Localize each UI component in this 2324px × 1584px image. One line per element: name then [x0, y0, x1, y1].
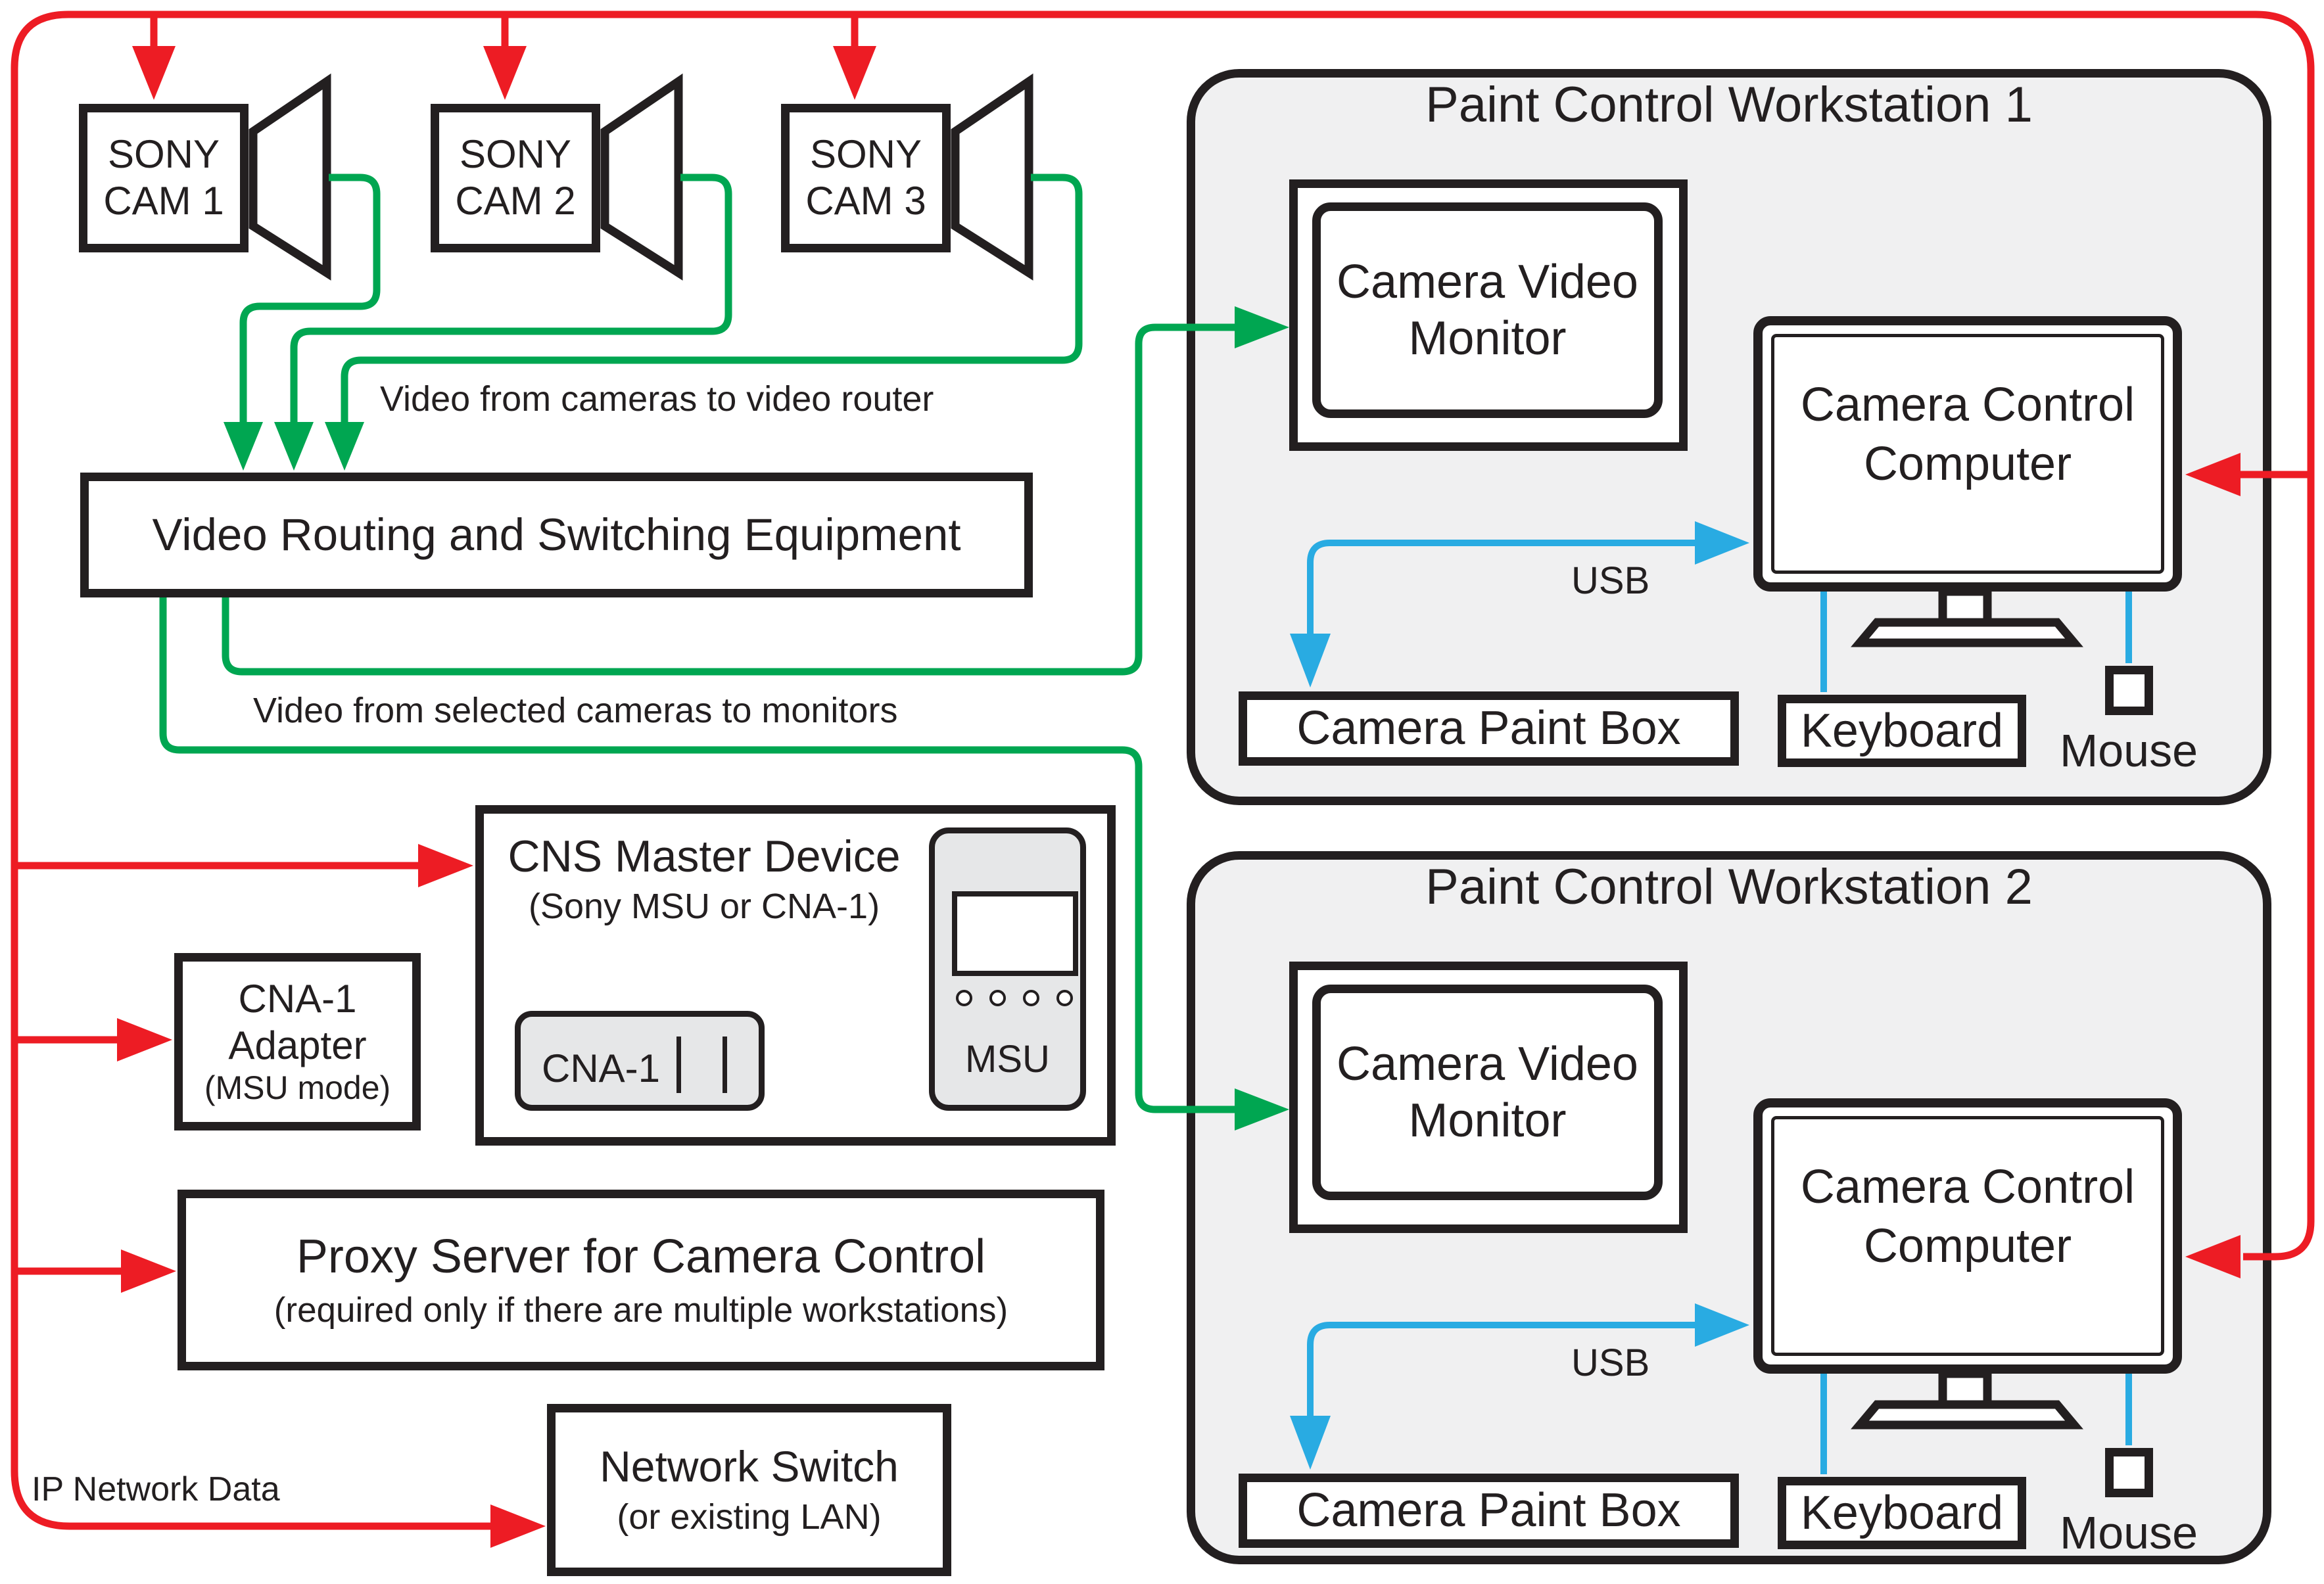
mouse-1-label: Mouse — [2059, 725, 2198, 776]
cna-1-device-label: CNA-1 — [542, 1046, 661, 1090]
camera-control-computer-label: Camera Control Computer — [1800, 378, 2135, 490]
blue-usb-line-ws2 — [1307, 1322, 1697, 1417]
green-video-line-monitor2 — [159, 595, 1236, 1113]
camera-label: CAM 1 — [103, 179, 224, 223]
camera-lens-icon — [600, 73, 683, 281]
monitor-stand-icon — [1851, 587, 2083, 647]
camera-label: SONY — [809, 132, 922, 177]
sony-cam-1-box: SONY CAM 1 — [79, 104, 249, 252]
mouse-2-label: Mouse — [2059, 1507, 2198, 1558]
keyboard-1: Keyboard — [1778, 695, 2026, 767]
network-switch-box: Network Switch (or existing LAN) — [547, 1404, 951, 1576]
red-arrow-icon — [121, 1249, 176, 1293]
camera-control-computer-2: Camera Control Computer — [1753, 1098, 2182, 1374]
sony-cam-3-box: SONY CAM 3 — [781, 104, 951, 252]
blue-arrow-icon — [1290, 634, 1331, 687]
mouse-1 — [2105, 666, 2153, 715]
proxy-title: Proxy Server for Camera Control — [296, 1230, 986, 1283]
camera-paint-box-2: Camera Paint Box — [1239, 1474, 1739, 1548]
camera-control-computer-label: Camera Control Computer — [1800, 1160, 2135, 1272]
camera-video-monitor-1-screen: Camera Video Monitor — [1312, 202, 1663, 418]
cns-title: CNS Master Device — [508, 831, 901, 881]
cna-port-icon — [723, 1037, 727, 1093]
camera-paint-box-label: Camera Paint Box — [1296, 1484, 1681, 1537]
video-router-label: Video Routing and Switching Equipment — [152, 509, 961, 561]
cna-1-device: CNA-1 — [515, 1011, 765, 1111]
network-switch-subtitle: (or existing LAN) — [617, 1497, 882, 1537]
proxy-subtitle: (required only if there are multiple wor… — [273, 1290, 1008, 1330]
green-arrow-icon — [1235, 1088, 1289, 1130]
red-arrow-icon — [490, 1504, 546, 1548]
usb-label-ws2: USB — [1571, 1341, 1650, 1384]
keyboard-2: Keyboard — [1778, 1477, 2026, 1549]
red-arrow-icon — [833, 46, 876, 100]
green-arrow-icon — [325, 422, 364, 471]
green-video-line-cam3 — [341, 174, 1083, 424]
green-video-line-monitor1 — [222, 323, 1236, 676]
msu-screen-icon — [952, 891, 1078, 976]
red-network-loop-line — [11, 11, 2315, 1530]
camera-lens-icon — [249, 73, 331, 281]
red-arrow-icon — [117, 1018, 172, 1061]
blue-arrow-icon — [1695, 521, 1749, 565]
sony-cam-2-box: SONY CAM 2 — [431, 104, 600, 252]
green-arrow-icon — [224, 422, 263, 471]
red-arrow-icon — [483, 46, 527, 100]
camera-paint-box-1: Camera Paint Box — [1239, 691, 1739, 766]
ip-network-data-label: IP Network Data — [32, 1470, 280, 1508]
camera-label: CAM 3 — [805, 179, 926, 223]
blue-arrow-icon — [1290, 1416, 1331, 1470]
red-arrow-icon — [2185, 1235, 2241, 1278]
cna-1-adapter-box: CNA-1 Adapter (MSU mode) — [174, 953, 421, 1130]
network-switch-title: Network Switch — [600, 1442, 899, 1491]
camera-control-computer-1-screen: Camera Control Computer — [1771, 334, 2164, 574]
video-to-monitors-label: Video from selected cameras to monitors — [253, 691, 898, 730]
adapter-mode-label: (MSU mode) — [204, 1069, 391, 1107]
red-arrow-icon — [2185, 453, 2241, 496]
workstation-2-title: Paint Control Workstation 2 — [1425, 859, 2033, 915]
green-video-line-cam2 — [290, 174, 732, 424]
mouse-2 — [2105, 1448, 2153, 1497]
camera-video-monitor-1: Camera Video Monitor — [1289, 179, 1688, 451]
monitor-stand-icon — [1851, 1369, 2083, 1430]
red-arrow-icon — [132, 46, 176, 100]
cns-master-device-box: CNS Master Device (Sony MSU or CNA-1) CN… — [475, 805, 1116, 1146]
cns-subtitle: (Sony MSU or CNA-1) — [528, 887, 880, 926]
msu-device-label: MSU — [965, 1038, 1050, 1081]
camera-label: SONY — [107, 132, 220, 177]
keyboard-label: Keyboard — [1800, 704, 2004, 757]
camera-lens-icon — [951, 73, 1033, 281]
cna-port-icon — [676, 1037, 681, 1093]
video-to-router-label: Video from cameras to video router — [380, 379, 934, 419]
blue-arrow-icon — [1695, 1303, 1749, 1347]
adapter-label: Adapter — [228, 1023, 367, 1067]
camera-video-monitor-2-screen: Camera Video Monitor — [1312, 985, 1663, 1200]
msu-indicator-dots — [956, 990, 1073, 1006]
green-arrow-icon — [1235, 306, 1289, 348]
camera-paint-box-label: Camera Paint Box — [1296, 702, 1681, 755]
camera-control-computer-1: Camera Control Computer — [1753, 316, 2182, 592]
keyboard-label: Keyboard — [1800, 1486, 2004, 1539]
proxy-server-box: Proxy Server for Camera Control (require… — [178, 1190, 1104, 1370]
blue-usb-line-ws1 — [1307, 540, 1697, 635]
adapter-label: CNA-1 — [238, 976, 357, 1021]
msu-device: MSU — [929, 827, 1086, 1111]
camera-video-monitor-label: Camera Video Monitor — [1337, 255, 1638, 365]
usb-label-ws1: USB — [1571, 559, 1650, 602]
camera-video-monitor-label: Camera Video Monitor — [1337, 1037, 1638, 1147]
camera-control-computer-2-screen: Camera Control Computer — [1771, 1116, 2164, 1356]
camera-label: SONY — [459, 132, 572, 177]
green-arrow-icon — [274, 422, 314, 471]
green-video-line-cam1 — [239, 174, 381, 424]
camera-label: CAM 2 — [455, 179, 576, 223]
workstation-1-title: Paint Control Workstation 1 — [1425, 77, 2033, 133]
red-arrow-icon — [418, 844, 473, 887]
video-router-box: Video Routing and Switching Equipment — [80, 473, 1033, 597]
camera-video-monitor-2: Camera Video Monitor — [1289, 962, 1688, 1233]
